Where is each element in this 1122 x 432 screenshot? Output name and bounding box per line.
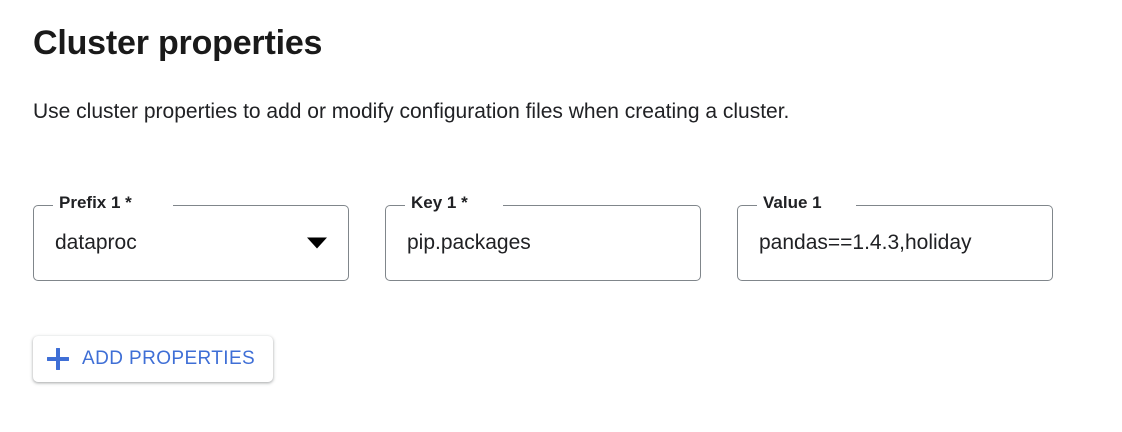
outline-leading	[737, 205, 759, 281]
page-description: Use cluster properties to add or modify …	[33, 100, 790, 123]
value-field-label: Value 1	[757, 192, 828, 214]
value-field-value[interactable]: pandas==1.4.3,holiday	[759, 231, 972, 254]
page-title: Cluster properties	[33, 24, 323, 62]
prefix-field[interactable]: Prefix 1 * dataproc	[33, 192, 349, 281]
prefix-field-value[interactable]: dataproc	[55, 231, 137, 254]
value-field[interactable]: Value 1 pandas==1.4.3,holiday	[737, 192, 1053, 281]
outline-leading	[33, 205, 55, 281]
add-properties-button[interactable]: ADD PROPERTIES	[33, 336, 274, 382]
arrow-drop-down-icon[interactable]	[307, 237, 327, 249]
key-field[interactable]: Key 1 * pip.packages	[385, 192, 701, 281]
plus-icon	[47, 348, 69, 370]
key-field-label: Key 1 *	[405, 192, 474, 214]
key-field-value[interactable]: pip.packages	[407, 231, 531, 254]
prefix-field-label: Prefix 1 *	[53, 192, 138, 214]
outline-leading	[385, 205, 407, 281]
add-properties-button-label: ADD PROPERTIES	[82, 348, 256, 369]
